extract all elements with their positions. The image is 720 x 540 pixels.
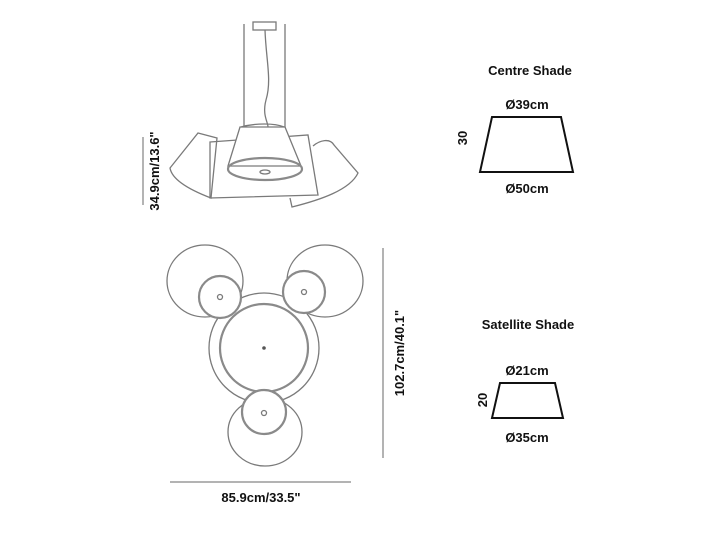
satellite-shade-height: 20 bbox=[475, 393, 490, 407]
bulb-bottom bbox=[260, 409, 268, 417]
left-satellite-shade bbox=[169, 132, 218, 199]
satellite-shade-spec: Satellite Shade Ø21cm 20 Ø35cm bbox=[475, 317, 574, 445]
centre-shade-height: 30 bbox=[455, 131, 470, 145]
centre-shade-top-diameter: Ø39cm bbox=[505, 97, 548, 112]
satellite-shade-title: Satellite Shade bbox=[482, 317, 574, 332]
width-dimension-label: 85.9cm/33.5" bbox=[221, 490, 300, 505]
right-satellite-shade bbox=[289, 139, 359, 208]
centre-shade-bottom-diameter: Ø50cm bbox=[505, 181, 548, 196]
height-dimension-label: 34.9cm/13.6" bbox=[147, 131, 162, 210]
ceiling-canopy bbox=[252, 21, 277, 31]
depth-dimension-label: 102.7cm/40.1" bbox=[392, 310, 407, 396]
satellite-shade-bottom-diameter: Ø35cm bbox=[505, 430, 548, 445]
satellite-shade-top-diameter: Ø21cm bbox=[505, 363, 548, 378]
satellite-shade-profile bbox=[490, 382, 565, 419]
centre-shade-rim bbox=[226, 156, 304, 182]
plan-view: 102.7cm/40.1" 85.9cm/33.5" bbox=[166, 244, 407, 505]
centre-shade-top bbox=[240, 123, 285, 128]
satellite-inner-bottom bbox=[240, 388, 288, 436]
satellite-outer-top-left bbox=[166, 244, 244, 318]
side-elevation: 34.9cm/13.6" bbox=[142, 21, 359, 211]
bulb-top-right bbox=[300, 288, 308, 296]
satellite-inner-top-left bbox=[197, 274, 243, 320]
centre-shade-profile bbox=[478, 116, 575, 173]
centre-bulb bbox=[259, 169, 271, 175]
power-cable bbox=[263, 29, 270, 128]
satellite-inner-top-right bbox=[281, 269, 327, 315]
centre-point bbox=[262, 346, 266, 350]
bulb-top-left bbox=[216, 293, 224, 301]
centre-shade-spec: Centre Shade Ø39cm 30 Ø50cm bbox=[455, 63, 575, 196]
centre-shade-title: Centre Shade bbox=[488, 63, 572, 78]
